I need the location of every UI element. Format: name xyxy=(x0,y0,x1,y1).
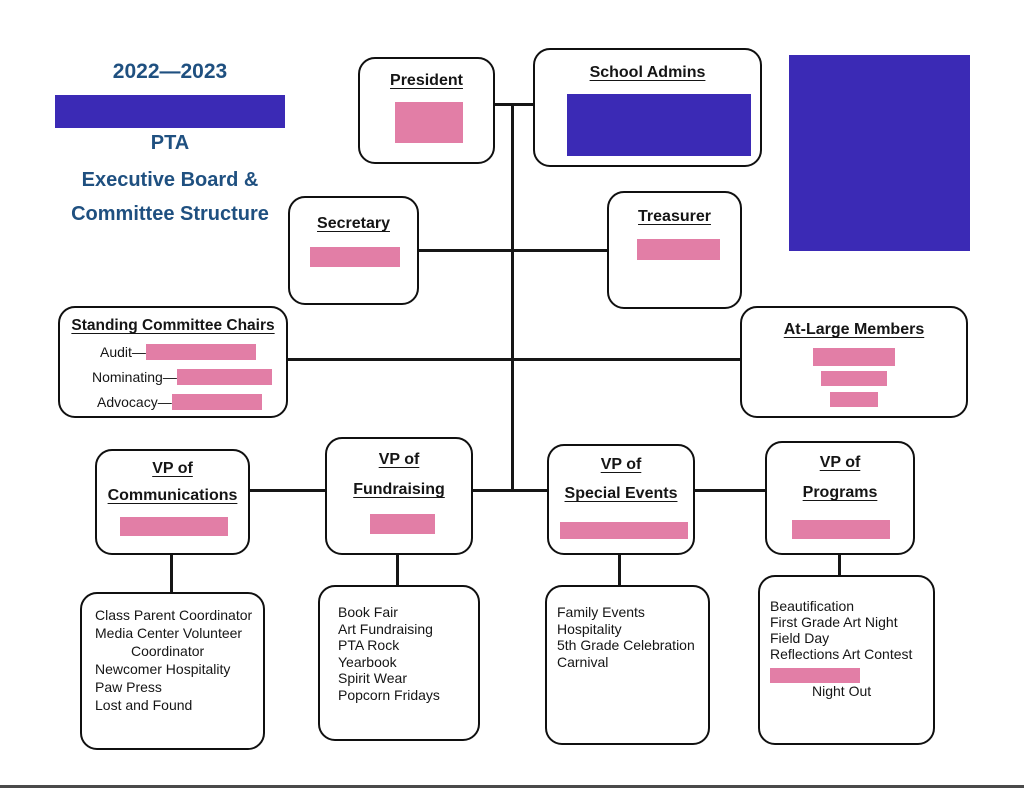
vp-special-events-label-line2: Special Events xyxy=(564,485,678,502)
secretary-box: Secretary xyxy=(288,196,419,305)
redaction-secretary-name xyxy=(310,247,400,267)
committee-row-nominating: Nominating— xyxy=(60,364,286,389)
vp-programs-box: VP of Programs xyxy=(765,441,915,555)
vp-fundraising-box: VP of Fundraising xyxy=(325,437,473,555)
title-line2: Executive Board & xyxy=(81,169,259,191)
list-item-redacted xyxy=(770,666,933,683)
list-item: Paw Press xyxy=(95,679,162,695)
committee-row-audit: Audit— xyxy=(60,339,286,364)
title-line3: Committee Structure xyxy=(71,203,269,225)
list-item: Coordinator xyxy=(131,643,205,659)
redaction-nominating-chair-name xyxy=(176,369,272,385)
list-item: Art Fundraising xyxy=(338,620,433,637)
connector-secretary-treasurer xyxy=(419,249,609,252)
list-item: Night Out xyxy=(812,682,872,699)
school-admins-label: School Admins xyxy=(589,64,706,81)
connector-vp-row xyxy=(249,489,767,492)
committee-item-label: Nominating— xyxy=(92,368,177,385)
redaction-school-admins-names xyxy=(567,94,751,156)
president-label: President xyxy=(390,72,463,89)
redaction-at-large-name-1 xyxy=(813,348,895,366)
vp-programs-label-line1: VP of xyxy=(819,454,861,471)
connector-center-vertical xyxy=(511,103,514,492)
redaction-programs-event-name xyxy=(770,667,860,683)
list-item: Beautification xyxy=(770,598,855,614)
list-item: Lost and Found xyxy=(95,697,193,713)
list-item: First Grade Art Night xyxy=(770,614,898,630)
redaction-audit-chair-name xyxy=(145,344,256,360)
list-item: Family Events xyxy=(557,604,645,620)
redaction-advocacy-chair-name xyxy=(171,394,262,410)
president-box: President xyxy=(358,57,495,164)
vp-special-events-label-line1: VP of xyxy=(600,456,642,473)
redaction-school-name xyxy=(55,95,285,128)
redaction-vp-fundraising-name xyxy=(370,514,435,534)
redaction-vp-programs-name xyxy=(792,520,890,539)
communications-list-box: Class Parent Coordinator Media Center Vo… xyxy=(80,592,265,750)
title-org: PTA xyxy=(150,132,190,154)
secretary-label: Secretary xyxy=(317,215,390,232)
at-large-members-box: At-Large Members xyxy=(740,306,968,418)
vp-communications-label-line2: Communications xyxy=(107,487,238,504)
treasurer-box: Treasurer xyxy=(607,191,742,309)
list-item: Newcomer Hospitality xyxy=(95,661,231,677)
redaction-treasurer-name xyxy=(637,239,720,260)
redaction-at-large-name-2 xyxy=(821,371,887,386)
list-item: Book Fair xyxy=(338,604,398,620)
programs-list-box: Beautification First Grade Art Night Fie… xyxy=(758,575,935,745)
standing-committee-chairs-box: Standing Committee Chairs Audit— Nominat… xyxy=(58,306,288,418)
vp-programs-label-line2: Programs xyxy=(802,484,878,501)
redaction-vp-special-events-name xyxy=(560,522,688,539)
connector-president-schooladmins xyxy=(495,103,535,106)
vp-communications-box: VP of Communications xyxy=(95,449,250,555)
list-item: Spirit Wear xyxy=(338,670,407,686)
connector-vp-fundraising-drop xyxy=(396,553,399,586)
vp-special-events-box: VP of Special Events xyxy=(547,444,695,555)
committee-item-label: Advocacy— xyxy=(97,393,172,410)
fundraising-list-box: Book Fair Art Fundraising PTA Rock Yearb… xyxy=(318,585,480,741)
special-events-list-box: Family Events Hospitality 5th Grade Cele… xyxy=(545,585,710,745)
list-item: Class Parent Coordinator xyxy=(95,607,253,623)
list-item: Carnival xyxy=(557,653,609,670)
connector-committees-atlarge xyxy=(286,358,742,361)
redaction-at-large-name-3 xyxy=(830,392,878,407)
standing-committee-chairs-label: Standing Committee Chairs xyxy=(71,317,275,334)
list-item: Media Center Volunteer xyxy=(95,625,243,641)
list-item: 5th Grade Celebration xyxy=(557,637,695,653)
list-item: PTA Rock xyxy=(338,637,400,653)
connector-vp-communications-drop xyxy=(170,553,173,593)
committee-row-advocacy: Advocacy— xyxy=(60,389,286,414)
school-admins-box: School Admins xyxy=(533,48,762,167)
at-large-members-label: At-Large Members xyxy=(783,321,925,338)
vp-fundraising-label-line2: Fundraising xyxy=(353,481,445,498)
list-item: Hospitality xyxy=(557,620,622,637)
list-item: Reflections Art Contest xyxy=(770,646,913,662)
connector-vp-programs-drop xyxy=(838,553,841,576)
vp-communications-label-line1: VP of xyxy=(152,460,193,477)
page-bottom-rule xyxy=(0,785,1024,788)
committee-item-label: Audit— xyxy=(100,343,146,360)
list-item: Field Day xyxy=(770,630,830,646)
redaction-photo-block xyxy=(789,55,970,251)
treasurer-label: Treasurer xyxy=(638,208,711,225)
redaction-president-name xyxy=(395,102,463,143)
redaction-vp-communications-name xyxy=(120,517,228,536)
list-item: Popcorn Fridays xyxy=(338,686,440,703)
list-item: Yearbook xyxy=(338,653,397,670)
vp-fundraising-label-line1: VP of xyxy=(378,451,420,468)
title-years: 2022—2023 xyxy=(112,60,228,83)
connector-vp-specialevents-drop xyxy=(618,553,621,586)
